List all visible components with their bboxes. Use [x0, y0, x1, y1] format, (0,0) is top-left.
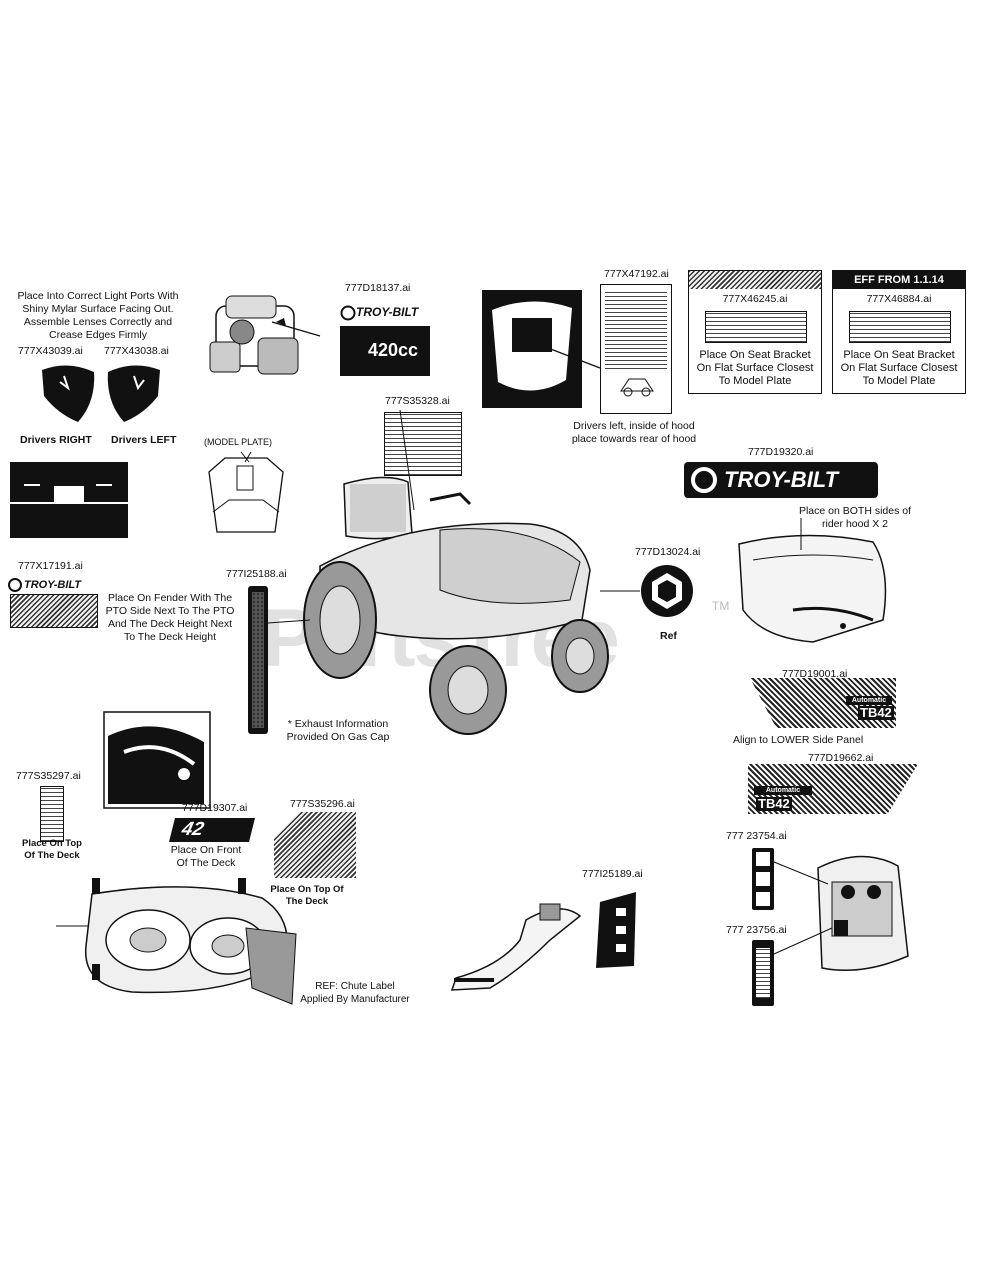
- part-777I23754[interactable]: 777 23754.ai: [726, 830, 787, 842]
- deck-height-decal: [40, 786, 64, 842]
- chute-illustration: [103, 711, 211, 809]
- part-777I23756[interactable]: 777 23756.ai: [726, 924, 787, 936]
- part-777S35297[interactable]: 777S35297.ai: [16, 770, 81, 782]
- spec-decal-777X47192: [600, 284, 672, 414]
- part-777D18137[interactable]: 777D18137.ai: [345, 282, 411, 294]
- front-deck-note: Place On Front Of The Deck: [170, 844, 242, 869]
- part-777X43038[interactable]: 777X43038.ai: [104, 345, 169, 357]
- lens-right-decal: [42, 365, 95, 422]
- seat-decal-box-777X46245: 777X46245.ai Place On Seat Bracket On Fl…: [688, 270, 822, 394]
- part-777X46245[interactable]: 777X46245.ai: [722, 293, 788, 305]
- model-plate-label: (MODEL PLATE): [204, 437, 273, 447]
- part-777D19320[interactable]: 777D19320.ai: [748, 446, 814, 458]
- engine-illustration: [209, 295, 321, 375]
- part-777D19001[interactable]: 777D19001.ai: [782, 668, 848, 680]
- side-panel-decal-1: Automatic TB42: [750, 678, 896, 728]
- align-note: Align to LOWER Side Panel: [733, 734, 864, 746]
- part-777S35328[interactable]: 777S35328.ai: [385, 395, 450, 407]
- part-777D19662[interactable]: 777D19662.ai: [808, 752, 874, 764]
- deck-top-note-2: Place On Top Of The Deck: [270, 884, 344, 907]
- fender-height-decal: [10, 594, 98, 628]
- part-777X43039[interactable]: 777X43039.ai: [18, 345, 83, 357]
- automatic-2: Automatic: [765, 787, 801, 794]
- model-plate-bracket: [208, 451, 284, 533]
- light-ports-note: Place Into Correct Light Ports With Shin…: [17, 290, 179, 341]
- part-777D13024[interactable]: 777D13024.ai: [635, 546, 701, 558]
- hood-note: Drivers left, inside of hood place towar…: [571, 420, 697, 445]
- control-decal-777I23756: [752, 940, 774, 1006]
- part-777X46884[interactable]: 777X46884.ai: [866, 293, 932, 305]
- seat-note-2: Place On Seat Bracket On Flat Surface Cl…: [840, 349, 958, 387]
- brand-large: TROY-BILT: [724, 467, 839, 492]
- ref-hex-decal: [600, 565, 693, 617]
- tb42-1: TB42: [858, 705, 894, 720]
- drivers-right-label: Drivers RIGHT: [20, 434, 92, 446]
- brand-engine: TROY-BILT: [356, 305, 419, 319]
- mower-deck-illustration: [56, 878, 297, 1005]
- part-777I25188-a[interactable]: 777I25188.ai: [226, 568, 287, 580]
- pedal-illustration: [450, 892, 636, 991]
- drivers-left-label: Drivers LEFT: [111, 434, 177, 446]
- engine-cc-decal: 420cc: [340, 326, 430, 376]
- hood-interior-illustration: [482, 290, 601, 408]
- deck-top-note-1: Place On Top Of The Deck: [21, 838, 82, 861]
- tractor-illustration: [253, 409, 609, 735]
- hood-side-illustration: [738, 518, 887, 643]
- warning-decal-777S35328: [384, 412, 462, 476]
- engine-cc-value: 420cc: [368, 340, 419, 360]
- part-777X17191[interactable]: 777X17191.ai: [18, 560, 83, 572]
- part-777X47192[interactable]: 777X47192.ai: [604, 268, 669, 280]
- side-panel-decal-2: Automatic TB42: [748, 764, 918, 814]
- chute-note: REF: Chute Label Applied By Manufacturer: [300, 981, 410, 1005]
- fender-note: Place On Fender With The PTO Side Next T…: [105, 592, 235, 643]
- exhaust-note: * Exhaust Information Provided On Gas Ca…: [286, 718, 390, 743]
- both-sides-note: Place on BOTH sides of rider hood X 2: [798, 505, 912, 530]
- seat-note-1: Place On Seat Bracket On Flat Surface Cl…: [696, 349, 814, 387]
- part-777S35296[interactable]: 777S35296.ai: [290, 798, 355, 810]
- part-777I25189[interactable]: 777I25189.ai: [582, 868, 643, 880]
- automatic-1: Automatic: [851, 697, 887, 704]
- deck-42-decal: 42: [169, 818, 255, 842]
- dash-panel-decal: [10, 462, 128, 538]
- troy-bilt-engine-logo-icon: [340, 305, 356, 321]
- ref-label: Ref: [660, 630, 677, 642]
- hood-brand-decal: TROY-BILT: [684, 462, 878, 498]
- tb42-2: TB42: [756, 796, 792, 811]
- watermark-tm: TM: [712, 599, 730, 613]
- deck-42-label: 42: [179, 819, 206, 840]
- eff-from-label: EFF FROM 1.1.14: [854, 274, 944, 286]
- fender-strip-decal: [248, 586, 268, 734]
- lens-left-decal: [107, 365, 160, 422]
- control-panel-illustration: [773, 855, 909, 972]
- deck-warning-decal: [274, 812, 356, 878]
- control-decal-777I23754: [752, 848, 774, 910]
- brand-small: TROY-BILT: [24, 579, 82, 591]
- troy-bilt-large-logo-icon: [691, 467, 717, 493]
- troy-bilt-small-logo-icon: [8, 578, 22, 592]
- seat-decal-box-777X46884: EFF FROM 1.1.14 777X46884.ai Place On Se…: [832, 270, 966, 394]
- part-777D19307[interactable]: 777D19307.ai: [182, 802, 248, 814]
